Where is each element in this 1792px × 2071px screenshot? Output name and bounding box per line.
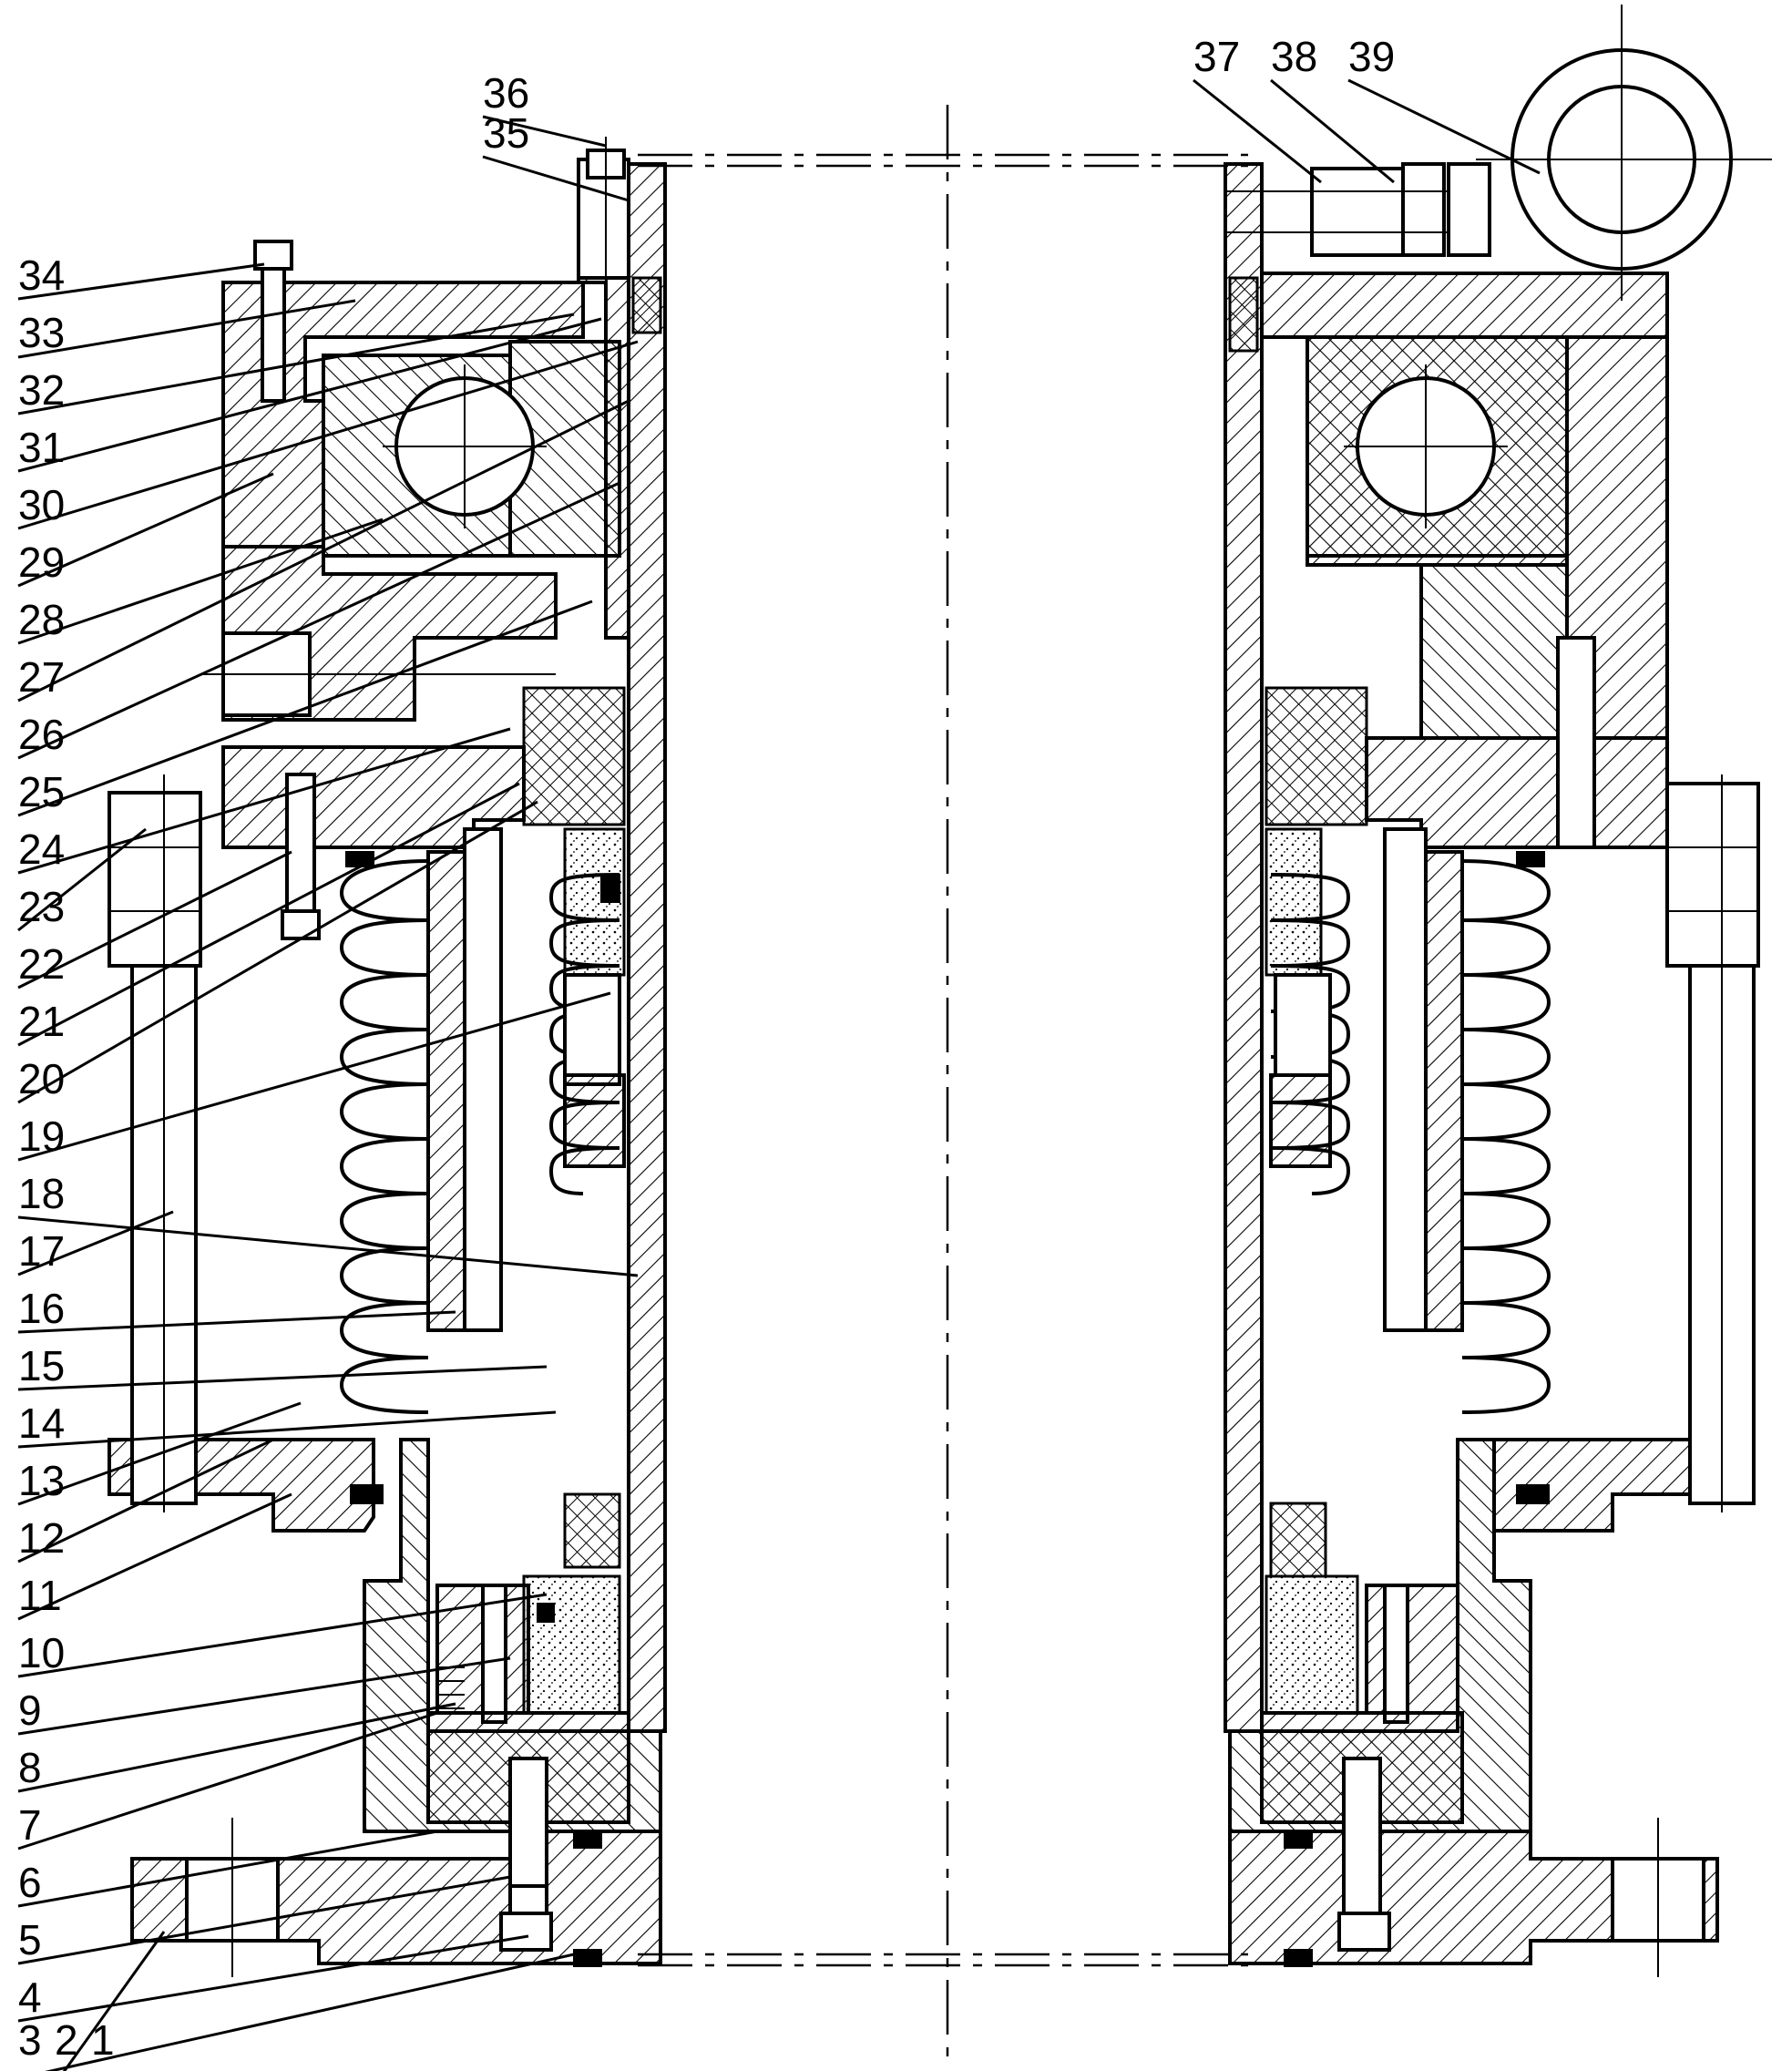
part-label-33: 33 bbox=[18, 309, 65, 356]
part-label-34: 34 bbox=[18, 251, 65, 299]
leader-lines bbox=[17, 78, 1541, 2071]
part-label-21: 21 bbox=[18, 998, 65, 1045]
part-label-22: 22 bbox=[18, 940, 65, 988]
part-label-24: 24 bbox=[18, 825, 65, 873]
part-label-37: 37 bbox=[1193, 33, 1240, 80]
center-lines bbox=[638, 105, 1248, 2064]
part-label-35: 35 bbox=[483, 109, 529, 157]
part-label-12: 12 bbox=[18, 1514, 65, 1562]
part-label-1: 1 bbox=[91, 2016, 115, 2064]
part-label-27: 27 bbox=[18, 653, 65, 701]
part-label-31: 31 bbox=[18, 424, 65, 471]
part-label-11: 11 bbox=[18, 1572, 62, 1619]
part-label-30: 30 bbox=[18, 481, 65, 528]
part-label-13: 13 bbox=[18, 1457, 65, 1504]
part-label-6: 6 bbox=[18, 1859, 42, 1906]
right-half-section bbox=[1224, 5, 1772, 1977]
part-label-10: 10 bbox=[18, 1629, 65, 1676]
part-label-16: 16 bbox=[18, 1285, 65, 1332]
part-label-28: 28 bbox=[18, 596, 65, 643]
part-label-23: 23 bbox=[18, 883, 65, 930]
part-label-38: 38 bbox=[1271, 33, 1317, 80]
part-label-7: 7 bbox=[18, 1801, 42, 1849]
part-labels: 34 33 32 31 30 29 28 27 26 25 24 23 22 2… bbox=[18, 33, 1395, 2064]
part-label-9: 9 bbox=[18, 1687, 42, 1734]
part-label-20: 20 bbox=[18, 1055, 65, 1102]
part-label-4: 4 bbox=[18, 1974, 42, 2021]
part-label-18: 18 bbox=[18, 1170, 65, 1217]
part-label-32: 32 bbox=[18, 366, 65, 414]
part-label-25: 25 bbox=[18, 768, 65, 815]
part-label-36: 36 bbox=[483, 69, 529, 117]
part-label-3: 3 bbox=[18, 2016, 42, 2064]
part-label-39: 39 bbox=[1348, 33, 1395, 80]
part-label-8: 8 bbox=[18, 1744, 42, 1791]
part-label-19: 19 bbox=[18, 1112, 65, 1160]
part-label-2: 2 bbox=[55, 2016, 78, 2064]
part-label-15: 15 bbox=[18, 1342, 65, 1389]
left-half-section bbox=[108, 137, 667, 1977]
part-label-5: 5 bbox=[18, 1916, 42, 1963]
part-label-17: 17 bbox=[18, 1227, 65, 1275]
part-label-26: 26 bbox=[18, 711, 65, 758]
part-label-14: 14 bbox=[18, 1399, 65, 1447]
part-label-29: 29 bbox=[18, 538, 65, 586]
